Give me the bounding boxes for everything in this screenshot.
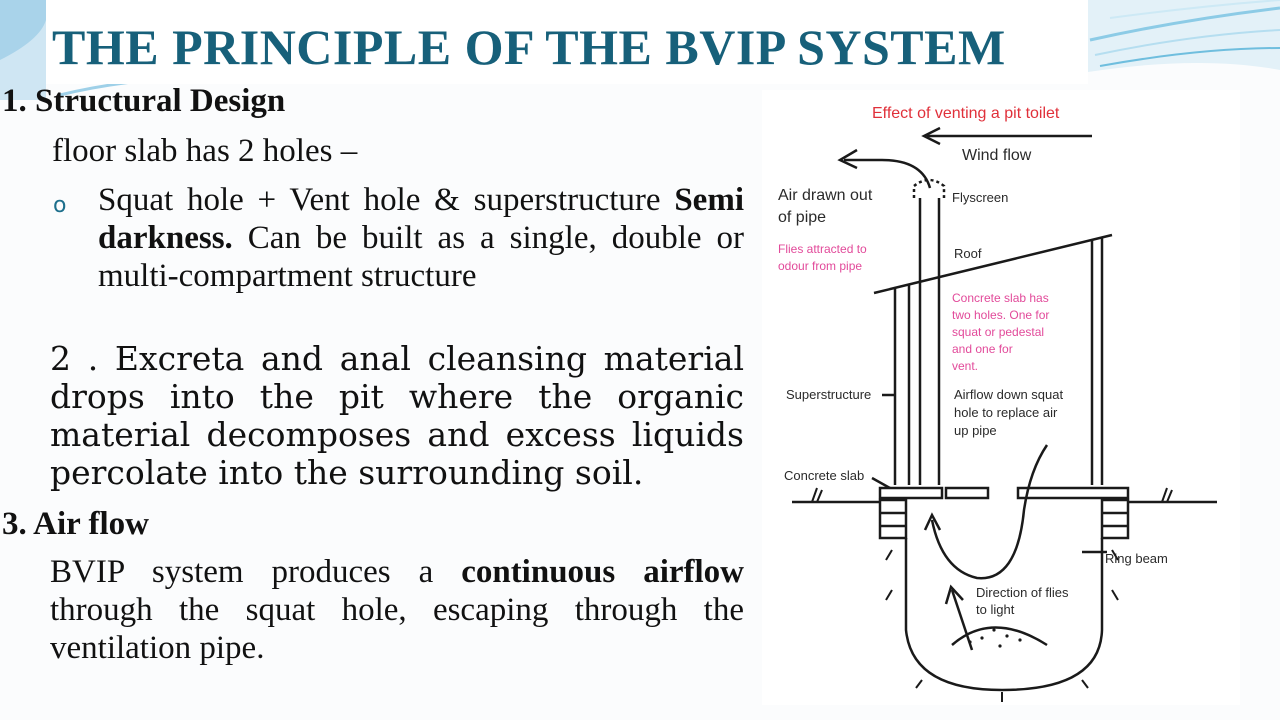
section-1-heading: 1. Structural Design (2, 83, 286, 119)
flyscreen-label: Flyscreen (952, 190, 1008, 205)
air-drawn-label-1: Air drawn out (778, 187, 873, 204)
section-3-paragraph: BVIP system produces a continuous airflo… (50, 553, 744, 667)
direction-label-1: Direction of flies (976, 585, 1069, 600)
concrete-slab-label: Concrete slab (784, 468, 864, 483)
airflow-label-3: up pipe (954, 423, 997, 438)
ring-beam-label: Ring beam (1105, 551, 1168, 566)
airflow-label-2: hole to replace air (954, 405, 1058, 420)
airflow-bold-text: continuous airflow (461, 554, 744, 590)
page-title: THE PRINCIPLE OF THE BVIP SYSTEM (52, 19, 1006, 75)
slab-note-5: vent. (952, 359, 978, 373)
bullet-text-2: Can be built as a single, double or mult… (98, 220, 744, 294)
superstructure-label: Superstructure (786, 387, 871, 402)
direction-label-2: to light (976, 602, 1015, 617)
section-3-heading: 3. Air flow (2, 506, 149, 542)
slab-note-4: and one for (952, 342, 1013, 356)
title-box (46, 0, 1088, 84)
bullet-bold-text: Semi darkness. (98, 182, 744, 256)
slab-note-3: squat or pedestal (952, 325, 1044, 339)
slab-note-1: Concrete slab has (952, 291, 1049, 305)
structure-bullet: Squat hole + Vent hole & superstructure … (98, 181, 744, 295)
airflow-text-2: through the squat hole, escaping through… (50, 592, 744, 666)
air-drawn-label-2: of pipe (778, 209, 826, 226)
flies-label-2: odour from pipe (778, 259, 862, 273)
circle-bullet-icon: o (53, 193, 67, 218)
figure-title: Effect of venting a pit toilet (872, 105, 1060, 122)
slab-note-2: two holes. One for (952, 308, 1049, 322)
floor-slab-line: floor slab has 2 holes – (52, 133, 358, 169)
wind-flow-label: Wind flow (962, 147, 1032, 164)
airflow-label-1: Airflow down squat (954, 387, 1063, 402)
vip-latrine-diagram: Effect of venting a pit toilet Wind flow… (762, 90, 1240, 705)
flies-label-1: Flies attracted to (778, 242, 867, 256)
bullet-text-1: Squat hole + Vent hole & superstructure (98, 182, 675, 218)
roof-label: Roof (954, 246, 982, 261)
section-2-paragraph: 2 . Excreta and anal cleansing material … (50, 339, 744, 492)
diagram-svg: Effect of venting a pit toilet Wind flow… (778, 105, 1217, 702)
airflow-text-1: BVIP system produces a (50, 554, 462, 590)
